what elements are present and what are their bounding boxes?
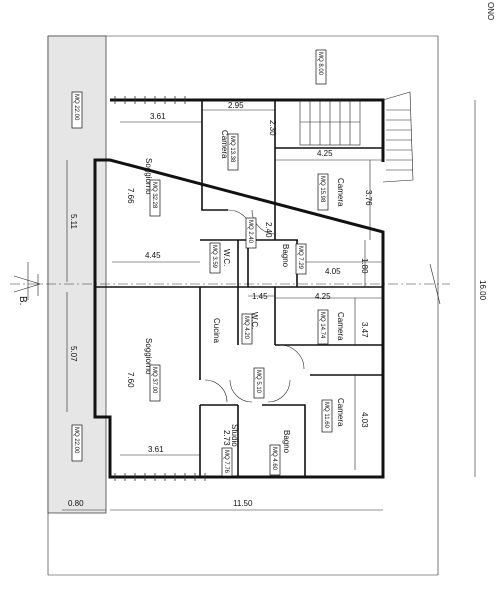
room-label-cucina: Cucina [212, 318, 221, 343]
room-label-soggiorno-top: Soggiorno [144, 158, 153, 195]
area-box-camera-right-bottom: MQ 11.60 [321, 399, 333, 433]
dim-top-bath-height: 1.80 [360, 258, 369, 274]
dim-total-width: 11.50 [233, 499, 253, 508]
svg-text:MQ 22.00: MQ 22.00 [73, 94, 79, 121]
dim-top-living-inner: 4.45 [145, 251, 161, 260]
svg-text:MQ 13.38: MQ 13.38 [229, 136, 235, 163]
area-box-balcony-top: MQ 22.00 [71, 91, 83, 129]
dim-total-height: 16.00 [478, 280, 487, 301]
area-box-stair: MQ 8.00 [315, 49, 327, 85]
dim-top-right-width: 4.25 [317, 149, 333, 158]
svg-text:MQ 5.10: MQ 5.10 [255, 370, 261, 394]
svg-text:MQ 15.98: MQ 15.98 [319, 176, 325, 203]
room-label-bagno-bottom: Bagno [282, 430, 291, 454]
svg-text:MQ 37.00: MQ 37.00 [151, 367, 157, 394]
dim-mid-small: 1.45 [252, 292, 268, 301]
room-label-bagno-top: Bagno [281, 244, 290, 268]
room-label-camera-right-top: Camera [336, 178, 345, 207]
room-label-studio: Studio [230, 424, 239, 447]
area-box-corridor-top: MQ 2.40 [245, 217, 257, 249]
svg-text:MQ 3.59: MQ 3.59 [211, 245, 217, 269]
area-box-balcony-bottom: MQ 22.00 [71, 424, 83, 462]
svg-text:MQ 11.60: MQ 11.60 [323, 402, 329, 429]
room-label-wc-top: W.C. [222, 249, 231, 266]
area-box-bagno-top: MQ 7.29 [295, 243, 307, 275]
area-box-bagno-bottom: MQ 4.60 [269, 444, 281, 476]
section-marker: B. [17, 296, 28, 305]
room-label-soggiorno-bottom: Soggiorno [144, 338, 153, 375]
corner-text: ONO [486, 2, 495, 20]
svg-text:MQ 2.40: MQ 2.40 [247, 220, 253, 244]
dim-bottom-living-height: 7.60 [126, 372, 135, 388]
dim-studio: 2.73 [222, 430, 231, 446]
doors [204, 209, 305, 403]
svg-text:MQ 7.29: MQ 7.29 [297, 246, 303, 270]
dim-bottom-left-total: 5.07 [69, 346, 78, 362]
staircase [299, 99, 361, 146]
room-label-camera-top: Camera [220, 130, 229, 159]
interior-walls [95, 100, 383, 477]
svg-text:MQ 8.00: MQ 8.00 [317, 52, 323, 76]
dim-mid-right-height: 3.47 [360, 322, 369, 338]
dimension-lines [62, 100, 476, 511]
room-label-camera-right-mid: Camera [336, 312, 345, 341]
exterior-stair [382, 91, 414, 183]
wall-ticks [114, 96, 206, 481]
dim-top-bath-width: 4.05 [325, 267, 341, 276]
dim-bottom-living-width: 3.61 [148, 445, 164, 454]
svg-text:MQ 4.20: MQ 4.20 [243, 316, 249, 340]
svg-text:MQ 32.28: MQ 32.28 [151, 182, 157, 209]
dim-bottom-right-height: 4.03 [360, 412, 369, 428]
dim-top-right-height: 3.76 [364, 190, 373, 206]
area-box-soggiorno-bottom: MQ 37.00 [149, 364, 161, 402]
svg-text:MQ 22.00: MQ 22.00 [73, 427, 79, 454]
sheet-frame [47, 35, 439, 576]
area-box-camera-right-top: MQ 15.98 [317, 173, 329, 211]
dim-top-left-total: 5.11 [69, 214, 78, 230]
dim-top-small-a: 2.40 [264, 222, 273, 238]
area-box-camera-top: MQ 13.38 [227, 133, 239, 171]
dim-top-mid-width: 2.95 [228, 101, 244, 110]
dim-mid-right-width: 4.25 [315, 292, 331, 301]
svg-text:MQ 14.74: MQ 14.74 [319, 312, 325, 339]
area-box-corridor-bottom: MQ 5.10 [253, 367, 265, 399]
section-arrow-left [13, 262, 42, 300]
area-box-soggiorno-top: MQ 32.28 [149, 179, 161, 217]
dim-top-small: 2.30 [268, 120, 277, 136]
dim-balcony-width: 0.80 [68, 499, 84, 508]
svg-text:MQ 4.60: MQ 4.60 [271, 447, 277, 471]
room-label-wc-bottom: W.C. [250, 312, 259, 329]
room-label-camera-right-bottom: Camera [336, 398, 345, 427]
area-box-camera-right-mid: MQ 14.74 [317, 309, 329, 345]
area-box-studio: MQ 7.76 [221, 447, 233, 477]
area-box-wc-bottom: MQ 4.20 [241, 313, 253, 345]
dim-top-left-width: 3.61 [150, 112, 166, 121]
svg-text:MQ 7.76: MQ 7.76 [223, 450, 229, 474]
dim-top-living-height: 7.66 [126, 188, 135, 204]
area-box-wc-top: MQ 3.59 [209, 242, 221, 274]
section-arrow-right [429, 263, 441, 305]
